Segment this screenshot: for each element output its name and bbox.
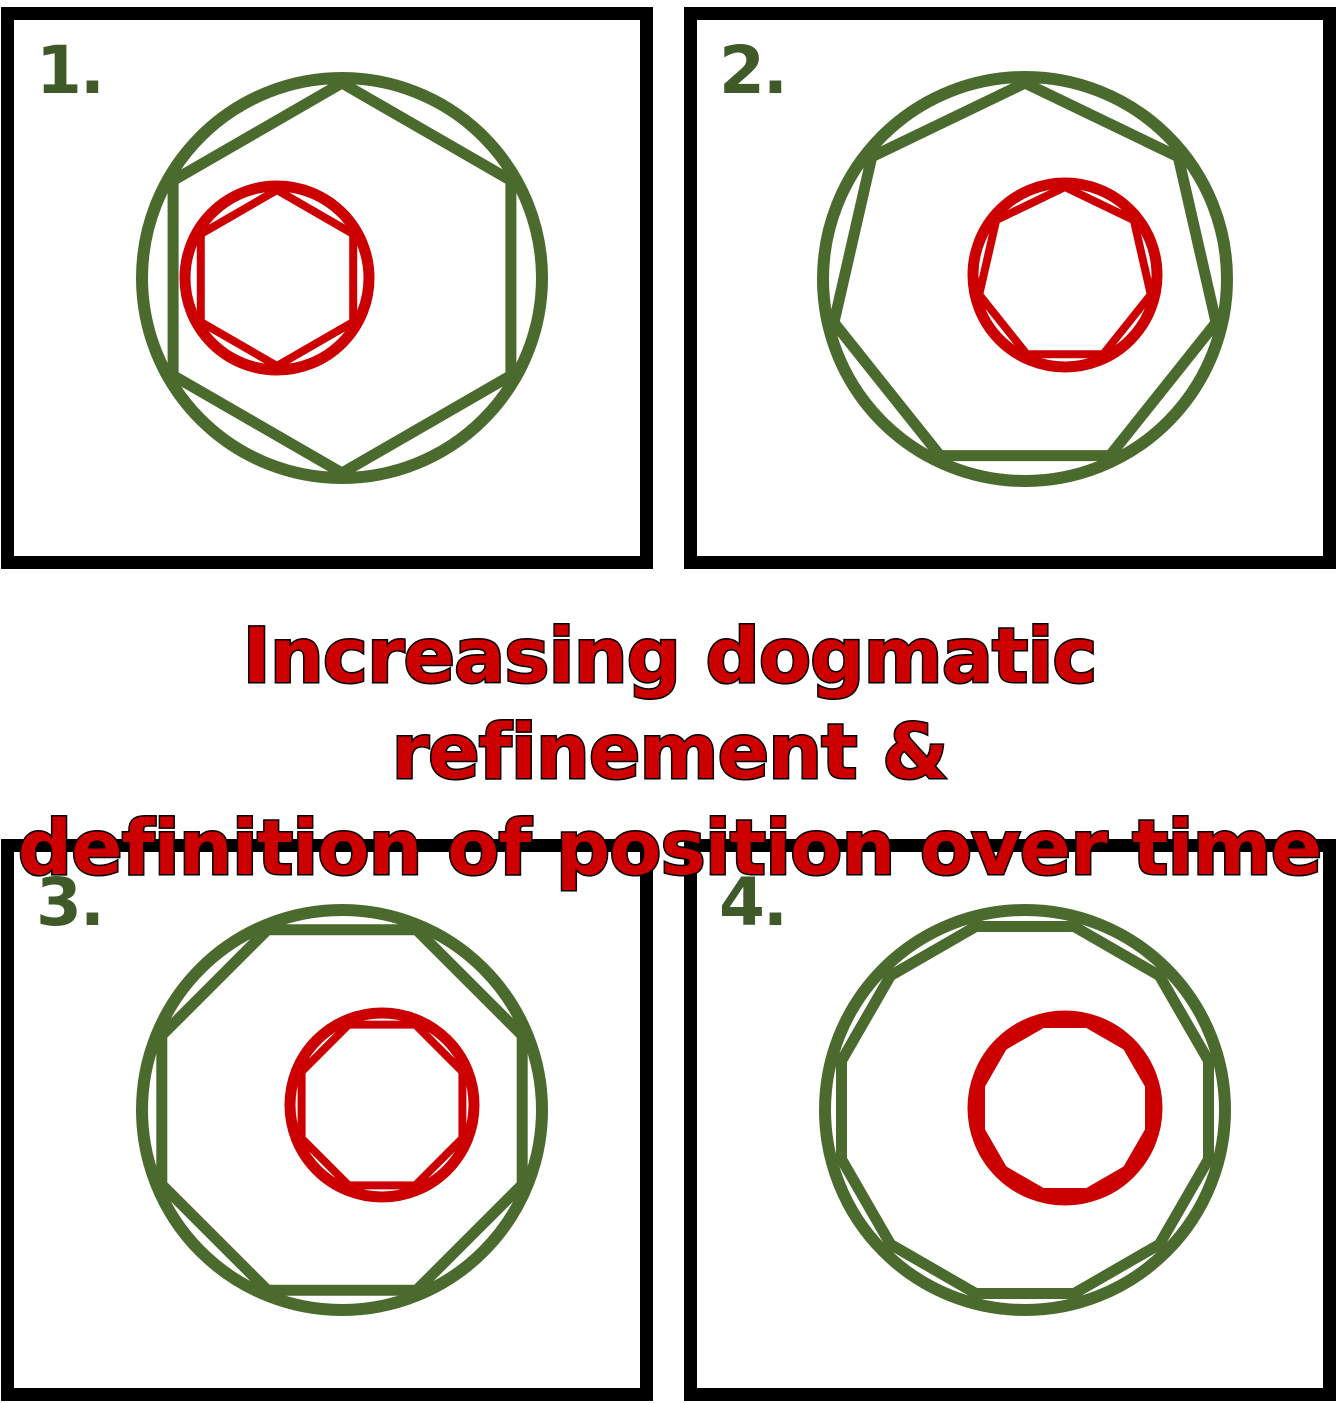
inner-circle: [284, 1007, 480, 1203]
outer-circle: [136, 904, 548, 1316]
panel-2: 2.: [684, 7, 1336, 569]
panel-number: 1.: [36, 32, 105, 109]
panel-number: 4.: [719, 864, 788, 941]
panel-3-diagram: [136, 904, 548, 1316]
panel-1: 1.: [1, 7, 653, 569]
outer-circle: [819, 904, 1231, 1316]
panel-4-diagram: [819, 904, 1231, 1316]
panel-1-diagram: [136, 72, 548, 484]
inner-polygon: [975, 183, 1155, 359]
inner-circle: [967, 1010, 1163, 1206]
inner-polygon: [196, 186, 358, 370]
panel-3: 3.: [1, 839, 653, 1401]
outer-polygon: [828, 77, 1222, 462]
panel-number: 2.: [719, 32, 788, 109]
caption-line-1: Increasing dogmatic refinement &: [241, 610, 1099, 798]
caption: Increasing dogmatic refinement & definit…: [0, 608, 1339, 896]
inner-polygon: [977, 1020, 1153, 1196]
panel-4: 4.: [684, 839, 1336, 1401]
outer-polygon: [156, 924, 528, 1296]
panel-2-diagram: [817, 71, 1233, 487]
outer-polygon: [836, 921, 1214, 1299]
outer-polygon: [167, 77, 517, 479]
panel-number: 3.: [36, 864, 105, 941]
outer-circle: [817, 71, 1233, 487]
caption-line-2: definition of position over time: [16, 802, 1324, 894]
inner-circle: [179, 180, 375, 376]
inner-circle: [967, 177, 1163, 373]
inner-polygon: [297, 1020, 467, 1190]
